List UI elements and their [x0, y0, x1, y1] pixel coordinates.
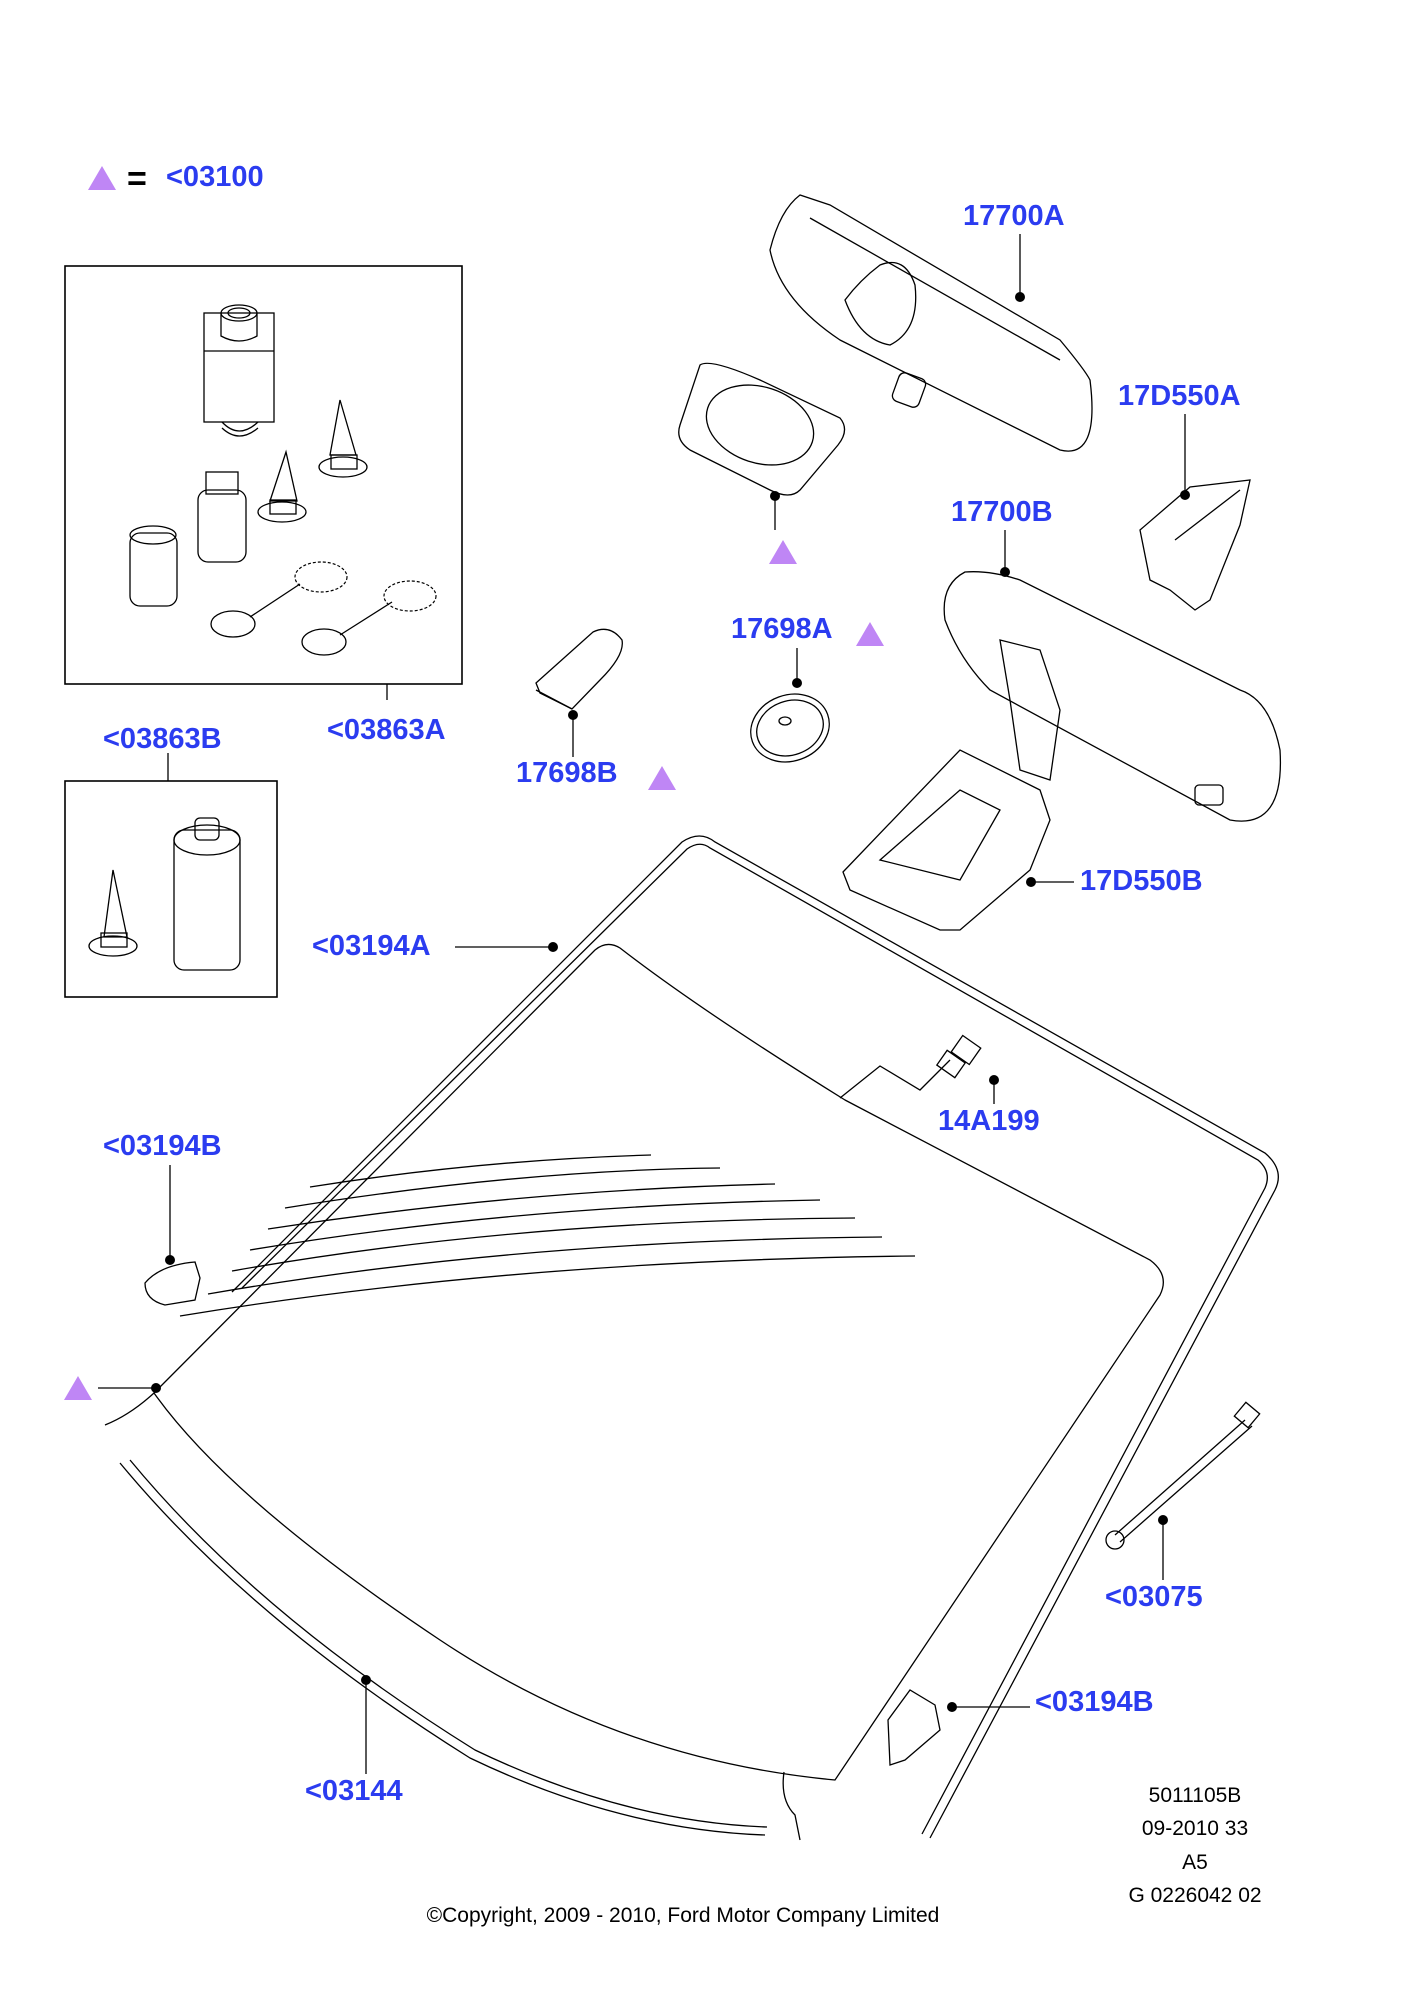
callout-17700b[interactable]: 17700B [951, 496, 1053, 528]
callout-03863a[interactable]: <03863A [327, 714, 446, 746]
kit-box-03863a [64, 265, 463, 700]
cover-17d550b [842, 749, 1051, 931]
triangle-marker-icon [64, 1376, 92, 1400]
legend-code: <03100 [166, 161, 264, 193]
callout-14a199[interactable]: 14A199 [938, 1105, 1040, 1137]
windshield-glass [153, 943, 1164, 1781]
drawing-code: G 0226042 02 [1128, 1884, 1262, 1907]
callout-17698b[interactable]: 17698B [516, 757, 618, 789]
triangle-marker-icon [648, 766, 676, 790]
callout-03194a[interactable]: <03194A [312, 930, 431, 962]
clip-03194b-left [144, 1261, 201, 1306]
callout-03863b[interactable]: <03863B [103, 723, 222, 755]
pad-17698b [535, 628, 623, 710]
mirror-17700b [943, 571, 1282, 822]
callout-17d550b[interactable]: 17D550B [1080, 865, 1203, 897]
drawing-size: A5 [1182, 1851, 1208, 1874]
copyright: ©Copyright, 2009 - 2010, Ford Motor Comp… [426, 1904, 940, 1927]
triangle-marker-icon [856, 622, 884, 646]
callout-03144[interactable]: <03144 [305, 1775, 403, 1807]
cable-03075 [1105, 1401, 1261, 1550]
callout-03075[interactable]: <03075 [1105, 1581, 1203, 1613]
disc-17698a [750, 693, 830, 763]
bracket-17d550a [1139, 479, 1251, 611]
bottom-connector-wire [782, 1771, 801, 1841]
callout-17d550a[interactable]: 17D550A [1118, 380, 1241, 412]
mirror-mount-base [678, 362, 846, 530]
mirror-17700a [769, 194, 1093, 452]
lower-molding-03144 [119, 1459, 768, 1836]
drawing-ref: 5011105B [1148, 1784, 1242, 1807]
legend-equals: = [127, 160, 147, 198]
left-connector-wire [104, 1392, 155, 1426]
windshield-molding-03194a [231, 835, 1279, 1839]
triangle-legend-icon [88, 166, 116, 190]
drawing-date: 09-2010 33 [1141, 1817, 1249, 1840]
leader-lines [98, 234, 1190, 1774]
callout-17698a[interactable]: 17698A [731, 613, 833, 645]
callout-03194b-right[interactable]: <03194B [1035, 1686, 1154, 1718]
callout-03194b-left[interactable]: <03194B [103, 1130, 222, 1162]
clip-03194b-right [887, 1689, 941, 1766]
callout-17700a[interactable]: 17700A [963, 200, 1065, 232]
kit-box-03863b [64, 753, 278, 998]
triangle-marker-icon [769, 540, 797, 564]
